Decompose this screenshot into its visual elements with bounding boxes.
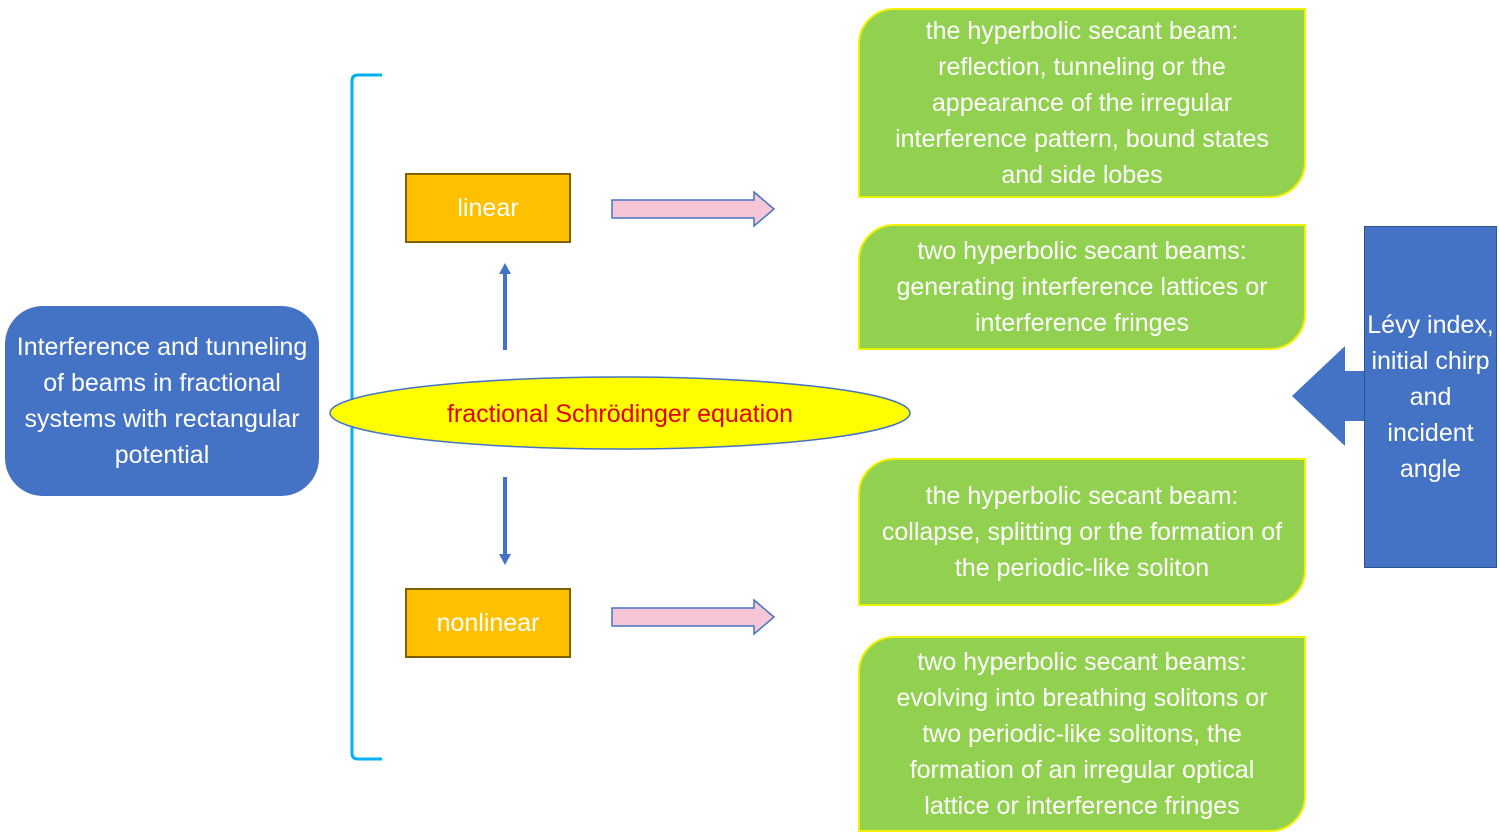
- result-nonlinear-two-beams: two hyperbolic secant beams: evolving in…: [858, 636, 1306, 832]
- result-nonlinear-single-text: the hyperbolic secant beam: collapse, sp…: [881, 482, 1283, 582]
- arrow-parameters-to-results: [1292, 346, 1365, 446]
- parameters-text: Lévy index, initial chirp and incident a…: [1367, 311, 1494, 483]
- arrow-linear-to-results: [611, 190, 776, 228]
- topic-box: Interference and tunneling of beams in f…: [5, 306, 319, 496]
- result-linear-single-beam: the hyperbolic secant beam: reflection, …: [858, 8, 1306, 198]
- result-linear-single-text: the hyperbolic secant beam: reflection, …: [895, 17, 1269, 189]
- result-linear-double-text: two hyperbolic secant beams: generating …: [896, 237, 1268, 337]
- linear-label: linear: [457, 193, 519, 222]
- parameters-box: Lévy index, initial chirp and incident a…: [1364, 226, 1497, 568]
- equation-label: fractional Schrödinger equation: [330, 378, 910, 450]
- equation-ellipse: [329, 376, 911, 450]
- arrow-down-to-nonlinear: [499, 477, 511, 565]
- equation-text: fractional Schrödinger equation: [446, 399, 794, 428]
- nonlinear-box: nonlinear: [405, 588, 571, 658]
- result-linear-two-beams: two hyperbolic secant beams: generating …: [858, 224, 1306, 350]
- topic-text: Interference and tunneling of beams in f…: [16, 333, 308, 469]
- linear-box: linear: [405, 173, 571, 243]
- arrow-up-to-linear: [499, 263, 511, 350]
- nonlinear-label: nonlinear: [436, 608, 540, 637]
- result-nonlinear-single-beam: the hyperbolic secant beam: collapse, sp…: [858, 458, 1306, 606]
- arrow-nonlinear-to-results: [611, 598, 776, 636]
- result-nonlinear-double-text: two hyperbolic secant beams: evolving in…: [896, 648, 1268, 820]
